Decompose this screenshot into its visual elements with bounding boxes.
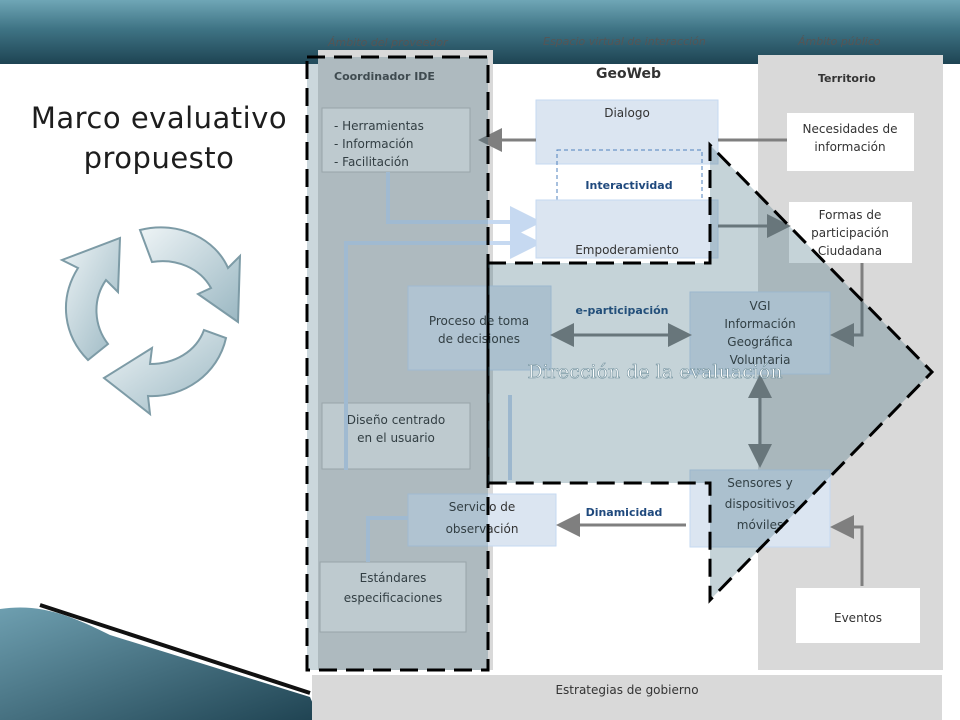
vgi-line-2: Información <box>724 317 795 331</box>
info-needs-line-1: Necesidades de <box>803 122 898 136</box>
user-design-line-1: Diseño centrado <box>347 413 446 427</box>
observation-service-box <box>407 493 557 547</box>
empowerment-label: Empoderamiento <box>575 243 679 257</box>
events-box <box>796 588 920 643</box>
sensors-line-3: móviles <box>737 518 783 532</box>
interactivity-label: Interactividad <box>585 179 672 192</box>
tools-box <box>321 107 471 173</box>
evaluation-framework-diagram: Ámbito del proveedor Espacio virtual de … <box>305 35 943 720</box>
participation-forms-line-1: Formas de <box>819 208 882 222</box>
info-needs-line-2: información <box>814 140 885 154</box>
vgi-box <box>689 291 831 375</box>
decision-process-line-1: Proceso de toma <box>429 314 529 328</box>
decision-process-box <box>407 285 552 371</box>
dynamicity-label: Dinamicidad <box>586 506 663 519</box>
events-label: Eventos <box>834 611 882 625</box>
standards-line-1: Estándares <box>360 571 427 585</box>
standards-box <box>319 561 467 633</box>
empowerment-box <box>535 199 719 259</box>
participation-forms-box <box>789 202 912 263</box>
decorative-swoosh <box>0 603 320 720</box>
tools-item-1: - Herramientas <box>334 119 424 133</box>
evaluation-direction-label: Dirección de la evaluación <box>528 361 783 383</box>
info-needs-box <box>787 113 914 171</box>
vgi-line-4: Voluntaria <box>730 353 791 367</box>
cycle-arrows-icon <box>59 226 242 417</box>
government-strategies-bar <box>312 675 942 720</box>
government-strategies-label: Estrategias de gobierno <box>555 683 698 697</box>
sensors-line-2: dispositivos <box>725 497 795 511</box>
standards-line-2: especificaciones <box>344 591 443 605</box>
sensors-box <box>689 469 831 548</box>
participation-forms-line-2: participación <box>811 226 889 240</box>
user-design-line-2: en el usuario <box>357 431 435 445</box>
tools-item-3: - Facilitación <box>334 155 409 169</box>
observation-service-line-1: Servicio de <box>449 500 515 514</box>
territory-label: Territorio <box>818 72 876 85</box>
slide-title-line-1: Marco evaluativo <box>30 101 288 135</box>
decision-process-line-2: de decisiones <box>438 332 520 346</box>
virtual-zone-label: Espacio virtual de interacción <box>543 35 706 48</box>
interactivity-frame <box>556 149 703 213</box>
sensors-line-1: Sensores y <box>727 476 792 490</box>
dialog-label: Dialogo <box>604 106 650 120</box>
vgi-line-1: VGI <box>749 299 770 313</box>
vgi-line-3: Geográfica <box>727 335 792 349</box>
participation-forms-line-3: Ciudadana <box>818 244 882 258</box>
e-participation-label: e-participación <box>575 304 668 317</box>
tools-item-2: - Información <box>334 137 414 151</box>
coordinator-title: Coordinador IDE <box>334 70 435 83</box>
slide-title: Marco evaluativo propuesto <box>14 98 304 178</box>
evaluation-direction-arrow <box>486 141 935 604</box>
provider-focus-frame <box>305 55 490 672</box>
dialog-box <box>535 99 719 165</box>
public-zone-label: Ámbito público <box>797 35 881 48</box>
slide-title-line-2: propuesto <box>83 141 235 175</box>
provider-zone-label: Ámbito del proveedor <box>327 36 449 49</box>
geoweb-label: GeoWeb <box>596 66 661 82</box>
observation-service-line-2: observación <box>446 522 519 536</box>
